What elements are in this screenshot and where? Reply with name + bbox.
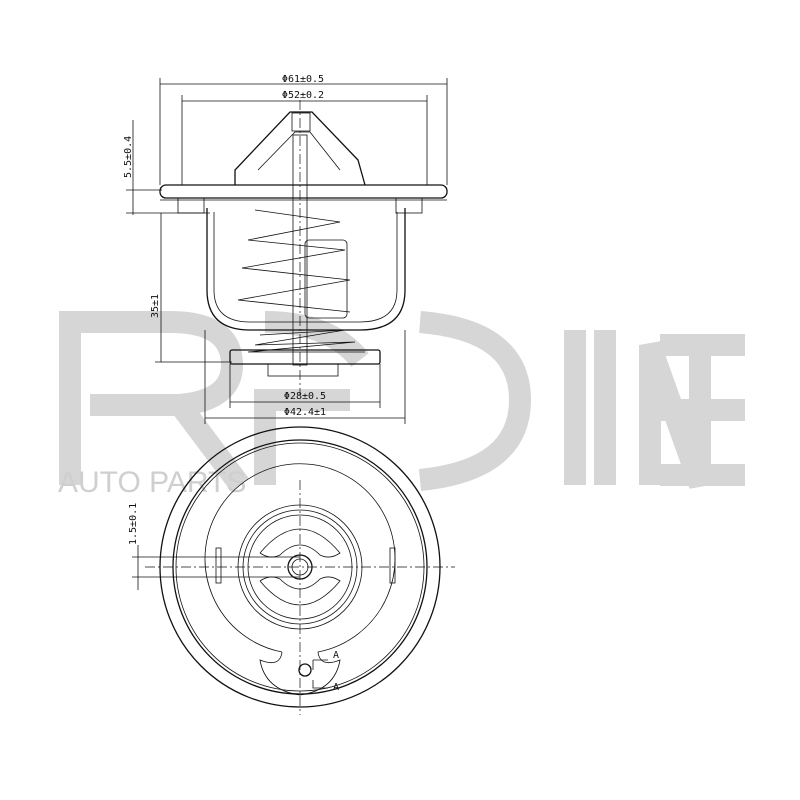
dim-flange-thickness: 5.5±0.4 [123,136,134,178]
dim-seal-diameter: Φ52±0.2 [282,90,324,101]
watermark-tagline: AUTO PARTS [58,466,246,499]
dim-cup-diameter: Φ42.4±1 [284,407,326,418]
dim-flange-diameter: Φ61±0.5 [282,74,324,85]
dim-valve-diameter: Φ28±0.5 [284,391,326,402]
side-view [159,100,448,395]
dimension-lines [126,78,448,424]
bottom-view [132,426,455,715]
watermark-logo [59,311,745,492]
dim-height: 35±1 [150,294,161,318]
section-label-bottom: A [333,682,339,693]
dim-bottom-offset: 1.5±0.1 [128,503,139,545]
section-label-top: A [333,650,339,661]
